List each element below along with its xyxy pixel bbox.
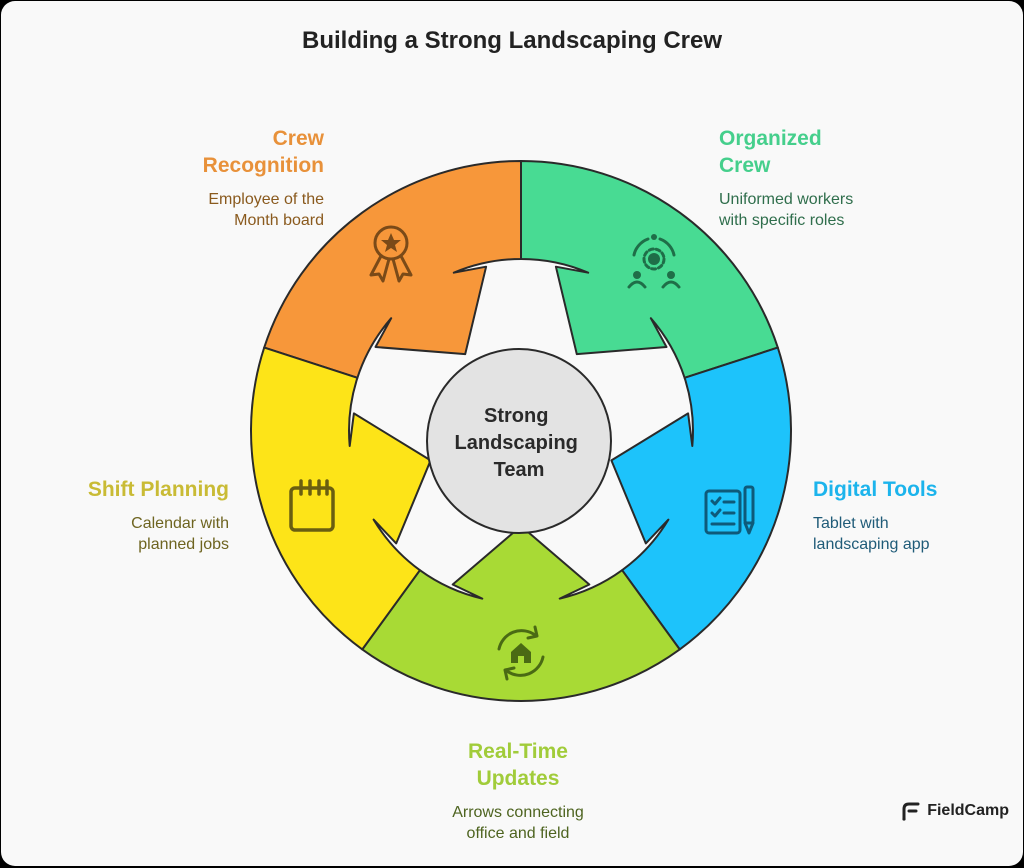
organized-crew-heading: Organized Crew (719, 125, 919, 179)
segment-organized-crew (520, 160, 779, 379)
real-time-updates-heading: Real-Time Updates (413, 738, 623, 792)
segment-real-time-updates (361, 525, 681, 702)
award-ribbon-icon (369, 225, 413, 283)
brand-logo: FieldCamp (901, 801, 1009, 821)
real-time-updates-desc-line-1: Arrows connecting (452, 804, 584, 821)
center-line-1: Strong (484, 405, 548, 427)
crew-recognition-desc-line-2: Month board (234, 212, 324, 229)
crew-recognition-heading: Crew Recognition (131, 125, 324, 179)
label-crew-recognition: Crew Recognition Employee of the Month b… (131, 125, 324, 231)
crew-recognition-heading-line-2: Recognition (202, 154, 324, 177)
digital-tools-heading: Digital Tools (813, 476, 1013, 503)
shift-planning-heading-line-1: Shift Planning (87, 478, 229, 501)
center-line-2: Landscaping (455, 432, 578, 454)
svg-text:Strong Landscaping: Strong Landscaping Team (455, 405, 584, 481)
home-sync-icon (497, 625, 545, 681)
real-time-updates-heading-line-1: Real-Time (468, 740, 568, 763)
page-title: Building a Strong Landscaping Crew (301, 27, 723, 54)
center-line-3: Team (494, 459, 545, 481)
organized-crew-heading-line-1: Organized (719, 127, 822, 150)
icons-layer (289, 225, 755, 681)
digital-tools-heading-line-1: Digital Tools (813, 478, 938, 501)
brand-name: FieldCamp (927, 802, 1009, 819)
real-time-updates-heading-line-2: Updates (476, 767, 560, 790)
label-shift-planning: Shift Planning Calendar with planned job… (41, 476, 229, 555)
shift-planning-desc-line-2: planned jobs (138, 536, 229, 553)
organized-crew-heading-line-2: Crew (719, 154, 771, 177)
segment-digital-tools (610, 346, 792, 651)
crew-recognition-heading-line-1: Crew (272, 127, 324, 150)
real-time-updates-desc-line-2: office and field (466, 825, 570, 842)
digital-tools-desc-line-2: landscaping app (813, 536, 930, 553)
crew-recognition-desc-line-1: Employee of the (208, 191, 324, 208)
team-gear-icon (627, 234, 681, 289)
label-digital-tools: Digital Tools Tablet with landscaping ap… (813, 476, 1013, 555)
digital-tools-description: Tablet with landscaping app (813, 513, 1013, 555)
calendar-icon (289, 479, 335, 532)
real-time-updates-description: Arrows connecting office and field (413, 802, 623, 844)
crew-recognition-description: Employee of the Month board (131, 189, 324, 231)
label-real-time-updates: Real-Time Updates Arrows connecting offi… (413, 738, 623, 844)
shift-planning-heading: Shift Planning (41, 476, 229, 503)
center-hub: Strong Landscaping Team (426, 348, 612, 534)
segments-layer (250, 160, 792, 702)
organized-crew-description: Uniformed workers with specific roles (719, 189, 919, 231)
tablet-checklist-icon (704, 485, 755, 535)
fieldcamp-logo-icon (902, 802, 920, 821)
shift-planning-desc-line-1: Calendar with (131, 515, 229, 532)
segment-crew-recognition (263, 160, 522, 379)
organized-crew-desc-line-2: with specific roles (719, 212, 845, 229)
digital-tools-desc-line-1: Tablet with (813, 515, 889, 532)
segment-shift-planning (250, 346, 432, 651)
label-organized-crew: Organized Crew Uniformed workers with sp… (719, 125, 919, 231)
organized-crew-desc-line-1: Uniformed workers (719, 191, 854, 208)
shift-planning-description: Calendar with planned jobs (41, 513, 229, 555)
